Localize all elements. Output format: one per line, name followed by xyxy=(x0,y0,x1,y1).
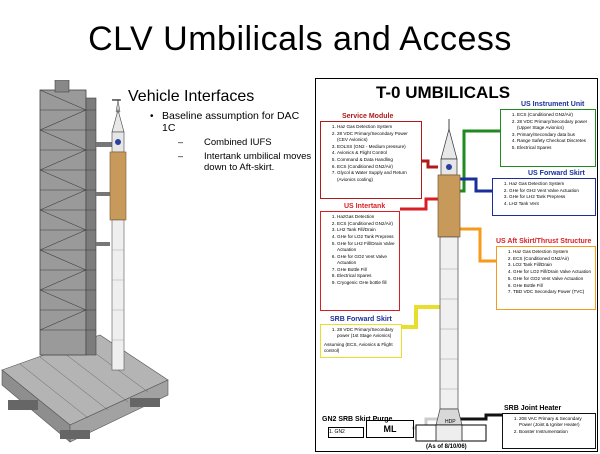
ml-label: ML xyxy=(366,420,414,438)
us-aft-skirt-list: Haz Gas Detection System ECS (Conditione… xyxy=(497,247,595,298)
umbilical-connectors xyxy=(400,119,524,442)
list-item: GHe for LO2 Tank Prepress xyxy=(337,234,396,240)
list-item: Electrical Spares xyxy=(337,273,396,279)
list-item: Haz Gas Detection System xyxy=(513,249,592,255)
list-item: Electrical Spares xyxy=(517,145,592,151)
bullet-baseline-assumption: Baseline assumption for DAC 1C xyxy=(162,110,300,134)
list-item: ECS (Conditioned GN2/Air) xyxy=(513,256,592,262)
dash-marker: – xyxy=(112,91,121,108)
dot-marker: • xyxy=(150,111,154,122)
launch-tower-illustration xyxy=(1,80,169,443)
list-item: Range Safety Checkout Discretes xyxy=(517,138,592,144)
list-item: LH2 Tank Vent xyxy=(509,201,592,207)
us-aft-skirt-heading: US Aft Skirt/Thrust Structure xyxy=(496,238,592,245)
service-module-box: Haz Gas Detection System 28 VDC Primary/… xyxy=(320,121,422,199)
list-item: GHe for GH2 Vent Valve Actuation xyxy=(509,188,592,194)
list-item: Primary/Secondary data bus xyxy=(517,132,592,138)
list-item: Haz Gas Detection System xyxy=(337,124,418,130)
list-item: GHe for GO2 Vent Valve Actuation xyxy=(513,276,592,282)
srb-forward-skirt-heading: SRB Forward Skirt xyxy=(330,316,392,323)
t0-umbilicals-panel: T-0 UMBILICALS Se xyxy=(315,78,598,452)
us-instrument-unit-list: ECS (Conditioned GN2/Air) 28 VDC Primary… xyxy=(501,110,595,154)
panel-title: T-0 UMBILICALS xyxy=(375,83,511,102)
service-module-heading: Service Module xyxy=(342,113,394,120)
list-item: EOLSS (GN2 - Medium pressure) xyxy=(337,144,418,150)
bullet-intertank-umbilical: Intertank umbilical moves down to Aft-sk… xyxy=(204,151,312,173)
srb-joint-heater-heading: SRB Joint Heater xyxy=(504,405,562,412)
list-item: GHe for LO2 Fill/Drain Valve Actuation xyxy=(513,269,592,275)
hdp-label: HDP xyxy=(445,419,456,425)
us-forward-skirt-list: Haz Gas Detection System GHe for GH2 Ven… xyxy=(493,179,595,210)
list-item: ECS (Conditioned GN2/Air) xyxy=(337,164,418,170)
bullet-combined-iufs: Combined IUFS xyxy=(204,137,272,148)
list-item: Cryogenic GHe bottle fill xyxy=(337,280,396,286)
list-item: 28 VDC Primary/Secondary power (1st Stag… xyxy=(337,327,398,339)
us-forward-skirt-box: Haz Gas Detection System GHe for GH2 Ven… xyxy=(492,178,596,216)
us-aft-skirt-box: Haz Gas Detection System ECS (Conditione… xyxy=(496,246,596,310)
list-item: Glycol & Water Supply and Return (Avioni… xyxy=(337,170,418,182)
srb-forward-skirt-list: 28 VDC Primary/Secondary power (1st Stag… xyxy=(321,325,401,342)
list-item: GHe for GO2 Vent Valve Actuation xyxy=(337,254,396,266)
srb-forward-skirt-box: 28 VDC Primary/Secondary power (1st Stag… xyxy=(320,324,402,358)
list-item: 28 VDC Primary/Secondary power (Upper St… xyxy=(517,119,592,131)
list-item: HazGas Detection xyxy=(337,214,396,220)
list-item: ECS (Conditioned GN2/Air) xyxy=(517,112,592,118)
dash-marker: – xyxy=(178,151,184,161)
dash-marker: – xyxy=(178,137,184,147)
list-item: ECS (Conditioned GN2/Air) xyxy=(337,221,396,227)
us-intertank-box: HazGas Detection ECS (Conditioned GN2/Ai… xyxy=(320,211,400,311)
slide-title: CLV Umbilicals and Access xyxy=(88,20,512,58)
us-intertank-heading: US Intertank xyxy=(344,203,386,210)
list-item: GHe for LH2 Tank Prepress xyxy=(509,194,592,200)
list-item: LO2 Tank Fill/Drain xyxy=(513,262,592,268)
as-of-date: (As of 8/10/06) xyxy=(426,444,467,450)
list-item: 28 VDC Primary/Secondary Power (CEV Avio… xyxy=(337,131,418,143)
list-item: GHe for LH2 Fill/Drain Valve Actuation xyxy=(337,241,396,253)
us-instrument-unit-heading: US Instrument Unit xyxy=(521,101,585,108)
srb-forward-skirt-note: Assuming (ECS, Avionics & Flight control… xyxy=(324,341,393,353)
list-item: 208 VAC Primary & Secondary Power (Joint… xyxy=(519,416,592,428)
srb-joint-heater-list: 208 VAC Primary & Secondary Power (Joint… xyxy=(503,414,595,438)
srb-skirt-purge-heading: GN2 SRB Skirt Purge xyxy=(322,416,393,423)
bullet-vehicle-interfaces: Vehicle Interfaces xyxy=(128,88,255,105)
list-item: Haz Gas Detection System xyxy=(509,181,592,187)
list-item: Command & Data Handling xyxy=(337,157,418,163)
gn2-purge-box: 1. GN2 xyxy=(328,427,364,438)
us-intertank-list: HazGas Detection ECS (Conditioned GN2/Ai… xyxy=(321,212,399,289)
us-forward-skirt-heading: US Forward Skirt xyxy=(528,170,585,177)
list-item: TBD VDC Secondary Power (TVC) xyxy=(513,289,592,295)
us-instrument-unit-box: ECS (Conditioned GN2/Air) 28 VDC Primary… xyxy=(500,109,596,167)
list-item: Booster Instrumentation xyxy=(519,429,592,435)
srb-joint-heater-box: 208 VAC Primary & Secondary Power (Joint… xyxy=(502,413,596,449)
list-item: LH2 Tank Fill/Drain xyxy=(337,227,396,233)
list-item: GHe Bottle Fill xyxy=(337,267,396,273)
list-item: GHe Bottle Fill xyxy=(513,283,592,289)
list-item: Avionics & Flight Control xyxy=(337,150,418,156)
service-module-list: Haz Gas Detection System 28 VDC Primary/… xyxy=(321,122,421,185)
